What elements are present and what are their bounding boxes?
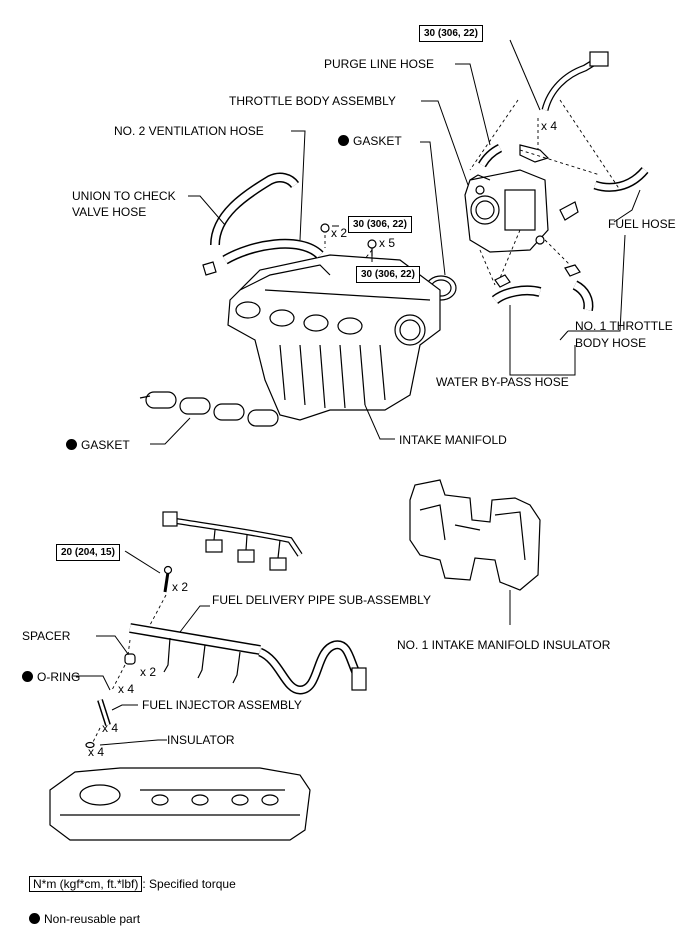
torque-spec-manifold-2: 30 (306, 22) [356,266,420,283]
torque-spec-throttle: 30 (306, 22) [419,25,483,42]
qty-fuel-pipe-bolts: x 2 [172,580,189,594]
fuel-delivery-pipe-part [129,623,367,695]
label-fuel-injector-assembly: FUEL INJECTOR ASSEMBLY [142,698,302,712]
label-gasket-manifold: GASKET [66,438,130,452]
label-fuel-delivery-pipe: FUEL DELIVERY PIPE SUB-ASSEMBLY [212,593,431,607]
label-no2-ventilation-hose: NO. 2 VENTILATION HOSE [114,124,264,138]
legend-torque-text: : Specified torque [142,877,236,891]
wire-harness-part [162,511,303,571]
no2-ventilation-hose-part [222,238,324,265]
label-fuel-hose: FUEL HOSE [608,217,676,231]
label-union-to-check-valve-hose-2: VALVE HOSE [72,205,147,219]
gasket-bottom-text: GASKET [81,438,130,452]
qty-injector: x 4 [102,721,119,735]
union-check-valve-hose-part [202,172,300,276]
label-throttle-body-assembly: THROTTLE BODY ASSEMBLY [229,94,396,108]
qty-manifold-bolts-5: x 5 [379,236,396,250]
leader-lines [73,39,641,746]
dashed-guides-fuel [92,594,167,743]
legend-non-reusable-text: Non-reusable part [44,912,141,926]
non-reusable-icon [338,135,349,146]
non-reusable-icon [29,913,40,924]
label-o-ring: O-RING [22,670,80,684]
qty-manifold-bolts-2: x 2 [331,226,348,240]
non-reusable-icon [22,671,33,682]
legend-non-reusable: Non-reusable part [29,912,140,926]
cylinder-head-part [49,767,311,841]
label-insulator: INSULATOR [167,733,235,747]
spacer-oring-injector-insulator [85,653,136,749]
intake-manifold-part [227,254,441,421]
torque-spec-fuel-pipe: 20 (204, 15) [56,544,120,561]
fuel-bolts [163,565,173,593]
label-gasket-throttle: GASKET [338,134,402,148]
label-purge-line-hose: PURGE LINE HOSE [324,57,435,71]
dashed-guides [324,99,621,291]
label-no1-throttle-body-hose-1: NO. 1 THROTTLE [575,319,673,333]
qty-throttle-bolts: x 4 [541,119,558,133]
gasket-top-text: GASKET [353,134,402,148]
label-intake-manifold: INTAKE MANIFOLD [399,433,507,447]
label-union-to-check-valve-hose-1: UNION TO CHECK [72,189,176,203]
qty-spacer: x 2 [140,665,157,679]
purge-line-hose-part [478,51,609,168]
legend-torque: N*m (kgf*cm, ft.*lbf): Specified torque [29,876,236,892]
label-no1-throttle-body-hose-2: BODY HOSE [575,336,647,350]
manifold-gasket-part [139,391,279,427]
no1-intake-manifold-insulator-part [409,479,541,591]
torque-spec-manifold-1: 30 (306, 22) [348,216,412,233]
throttle-body-hoses [491,264,594,311]
label-no1-intake-manifold-insulator: NO. 1 INTAKE MANIFOLD INSULATOR [397,638,611,652]
qty-o-ring: x 4 [118,682,135,696]
non-reusable-icon [66,439,77,450]
qty-insulator: x 4 [88,745,105,759]
label-water-bypass-hose: WATER BY-PASS HOSE [436,375,569,389]
fuel-hose-part [593,166,649,192]
o-ring-text: O-RING [37,670,81,684]
throttle-body-part [464,144,579,253]
legend-torque-units: N*m (kgf*cm, ft.*lbf) [29,876,143,892]
label-spacer: SPACER [22,629,71,643]
bolts-manifold [320,223,377,256]
